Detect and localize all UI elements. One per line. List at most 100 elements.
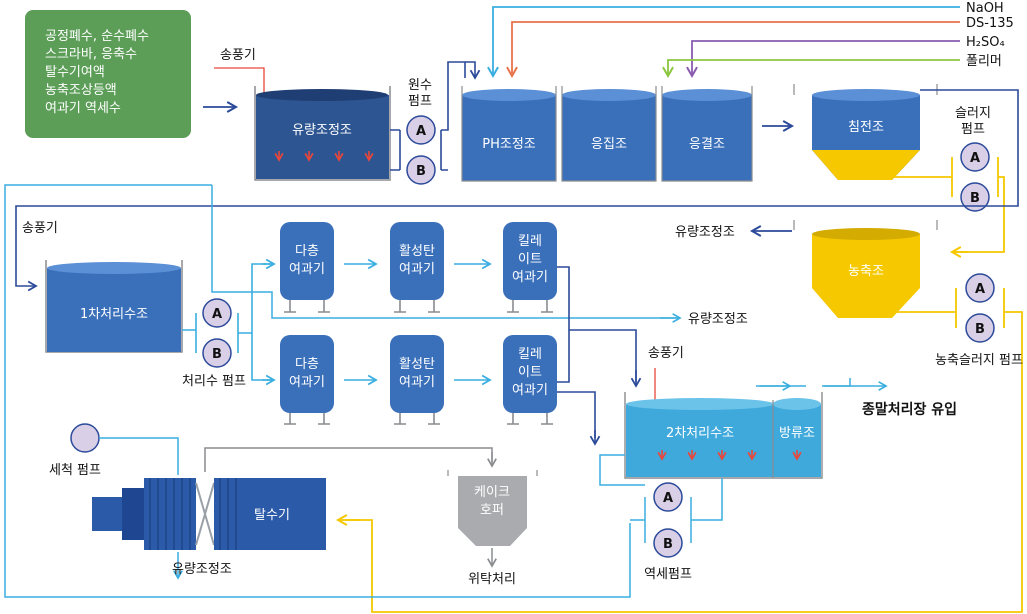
filter-row-1 [280, 222, 557, 313]
discharge-tank-surface [773, 398, 821, 410]
floc-tank-label: 응결조 [689, 137, 725, 152]
sludge-pump-a [960, 142, 990, 172]
thick-pump-a-label: A [975, 282, 985, 297]
multi-filter-2-l2: 여과기 [289, 375, 325, 390]
cake-line [204, 447, 493, 472]
sed-tank-sludge [812, 150, 920, 180]
eq-tank-water [256, 95, 389, 179]
raw-pump-outlet [465, 61, 481, 80]
carbon-filter-2-l2: 여과기 [399, 375, 435, 390]
thick-pump-b [965, 313, 995, 343]
sed-overflow-line [15, 89, 1019, 292]
blower-left-label: 송풍기 [22, 221, 58, 236]
primary-tank-label: 1차처리수조 [80, 307, 148, 322]
source-line-1: 공정폐수, 순수폐수 [45, 29, 149, 44]
chelate-filter-1-l2: 이트 [518, 252, 542, 267]
chelate-outlet-pipes [557, 266, 637, 383]
hopper-rim [447, 470, 538, 476]
chem-polymer: 폴리머 [966, 54, 1002, 69]
final-destination-label: 종말처리장 유입 [862, 401, 957, 418]
thk-tank-body [812, 234, 920, 318]
thick-pump-label: 농축슬러지 펌프 [935, 353, 1023, 368]
thick-sludge-pipes [345, 288, 1023, 613]
backwash-left-line [4, 184, 631, 598]
source-line-4: 농축조상등액 [45, 83, 117, 98]
backwash-pump-label: 역세펌프 [644, 567, 692, 582]
to-eq-label-2: 유량조정조 [688, 312, 748, 327]
backwash-pump-a [653, 482, 683, 512]
chem-naoh: NaOH [966, 1, 1004, 16]
secondary-aeration-arrows [657, 450, 802, 461]
sludge-pump-label-2: 펌프 [961, 122, 985, 137]
chelate-2-down [557, 391, 596, 438]
chelate-filter-1-l1: 킬레 [518, 234, 542, 249]
wash-pump [70, 423, 100, 453]
carbon-filter-1-l1: 활성탄 [399, 244, 435, 259]
filter-row-2 [280, 335, 557, 425]
chelate-filter-2-l3: 여과기 [512, 383, 548, 398]
blower-top-label: 송풍기 [220, 48, 256, 63]
reaction-tanks [461, 86, 753, 182]
treated-pump-pipes [182, 263, 272, 381]
chem-h2so4: H₂SO₄ [966, 35, 1005, 50]
hopper-label-2: 호퍼 [480, 503, 504, 518]
discharge-tank-label: 방류조 [779, 426, 815, 441]
wash-pump-line [99, 437, 179, 475]
multi-filter-2-l1: 다층 [295, 357, 319, 372]
secondary-tank-label: 2차처리수조 [666, 426, 734, 441]
treated-pump-b-label: B [212, 347, 222, 362]
treated-pump-b [202, 338, 232, 368]
chelate-filter-2-l1: 킬레 [518, 347, 542, 362]
chelate-filter-2-l2: 이트 [518, 365, 542, 380]
blower-secondary-label: 송풍기 [648, 346, 684, 361]
eq-tank-label: 유량조정조 [292, 123, 352, 138]
carbon-filter-1-l2: 여과기 [399, 262, 435, 277]
thk-tank-surface [812, 228, 920, 240]
primary-tank-water [47, 268, 181, 352]
to-eq-label-1: 유량조정조 [675, 225, 735, 240]
carbon-filter-2-l1: 활성탄 [399, 357, 435, 372]
consign-label: 위탁처리 [468, 572, 516, 587]
sludge-pump-a-label: A [970, 151, 980, 166]
sludge-pump-label-1: 슬러지 [955, 106, 991, 121]
treated-pump-label: 처리수 펌프 [182, 374, 246, 389]
treated-pump-a [202, 298, 232, 328]
thk-tank-rim [793, 220, 938, 230]
coag-tank-label: 응집조 [591, 137, 627, 152]
hopper-label-1: 케이크 [474, 485, 510, 500]
raw-pump-a [406, 115, 436, 145]
treated-pump-a-label: A [212, 307, 222, 322]
raw-pump-pipes [390, 61, 466, 171]
backwash-pump-b-label: B [663, 537, 673, 552]
dehydrator-label: 탈수기 [254, 508, 290, 523]
thick-pump-b-label: B [975, 322, 985, 337]
source-box [25, 10, 191, 138]
secondary-tank-water [626, 404, 821, 477]
backwash-pump-b [653, 528, 683, 558]
backwash-pump-a-label: A [663, 491, 673, 506]
raw-pump-b-label: B [416, 164, 426, 179]
secondary-tank-wall [624, 392, 823, 479]
thick-pump-a [965, 273, 995, 303]
dehydrator [92, 478, 326, 550]
primary-tank-surface [47, 262, 181, 274]
eq-tank-wall [254, 86, 391, 181]
cake-hopper [458, 476, 527, 546]
wash-pump-label: 세척 펌프 [49, 463, 101, 478]
secondary-tank-surface [626, 398, 774, 410]
multi-filter-1-l1: 다층 [295, 244, 319, 259]
secondary-overflow [760, 378, 851, 387]
to-eq-label-3: 유량조정조 [172, 562, 232, 577]
chemical-lines [487, 6, 960, 79]
sed-tank-surface [812, 89, 920, 101]
raw-pump-a-label: A [416, 124, 426, 139]
raw-pump-label-2: 펌프 [408, 94, 432, 109]
multi-filter-1-l2: 여과기 [289, 262, 325, 277]
sed-tank-label: 침전조 [848, 120, 884, 135]
sludge-pump-b [960, 182, 990, 212]
source-line-5: 여과기 역세수 [45, 101, 121, 116]
raw-pump-b [406, 155, 436, 185]
sludge-pump-pipes [892, 157, 1005, 253]
eq-aeration-arrows [274, 151, 374, 162]
